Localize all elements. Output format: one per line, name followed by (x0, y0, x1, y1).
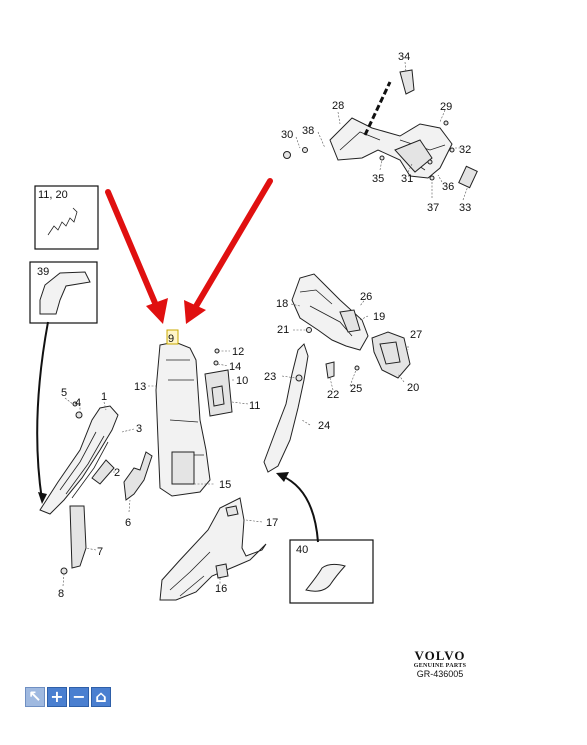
callout-13[interactable]: 13 (134, 381, 146, 393)
callout-30[interactable]: 30 (281, 129, 293, 141)
inset-box-39 (29, 261, 98, 324)
callout-27[interactable]: 27 (410, 329, 422, 341)
inset-box-11-20 (34, 185, 99, 250)
pointer-arrow-40-head (276, 472, 289, 482)
inset-box-40 (289, 539, 374, 604)
lower-sill-trim (159, 497, 267, 601)
callout-26[interactable]: 26 (360, 291, 372, 303)
callout-24[interactable]: 24 (318, 420, 330, 432)
inset-label-39[interactable]: 39 (37, 266, 49, 278)
callout-9[interactable]: 9 (168, 333, 174, 345)
pointer-arrow-39 (36, 321, 49, 501)
callout-34[interactable]: 34 (398, 51, 410, 63)
rear-quarter-assembly (283, 61, 478, 201)
highlight-arrows (105, 178, 273, 324)
cursor-icon: ↖ (28, 687, 42, 706)
home-icon: ⌂ (95, 687, 107, 706)
callout-8[interactable]: 8 (58, 588, 64, 600)
callout-4[interactable]: 4 (75, 397, 81, 409)
callout-32[interactable]: 32 (459, 144, 471, 156)
callout-labels: 1 2 3 4 5 6 7 8 9 10 11 12 13 14 15 16 1… (37, 51, 471, 600)
callout-22[interactable]: 22 (327, 389, 339, 401)
callout-7[interactable]: 7 (97, 546, 103, 558)
zoom-toolbar: ↖ + − ⌂ (25, 687, 111, 707)
callout-11[interactable]: 11 (249, 400, 260, 412)
callout-33[interactable]: 33 (459, 202, 471, 214)
callout-38[interactable]: 38 (302, 125, 314, 137)
pointer-arrow-39-head (38, 492, 47, 504)
a-pillar-trim (39, 397, 153, 587)
callout-12[interactable]: 12 (232, 346, 244, 358)
callout-21[interactable]: 21 (277, 324, 289, 336)
callout-36[interactable]: 36 (442, 181, 454, 193)
callout-29[interactable]: 29 (440, 101, 452, 113)
inset-label-11-20[interactable]: 11, 20 (38, 189, 68, 201)
callout-16[interactable]: 16 (215, 583, 227, 595)
callout-19[interactable]: 19 (373, 311, 385, 323)
volvo-logo: VOLVO GENUINE PARTS (400, 648, 480, 669)
callout-18[interactable]: 18 (276, 298, 288, 310)
callout-6[interactable]: 6 (125, 517, 131, 529)
home-button[interactable]: ⌂ (91, 687, 111, 707)
minus-icon: − (72, 687, 86, 706)
callout-23[interactable]: 23 (264, 371, 276, 383)
callout-10[interactable]: 10 (236, 375, 248, 387)
callout-37[interactable]: 37 (427, 202, 439, 214)
callout-14[interactable]: 14 (229, 361, 241, 373)
pointer-button[interactable]: ↖ (25, 687, 45, 707)
callout-1[interactable]: 1 (101, 391, 107, 403)
callout-28[interactable]: 28 (332, 100, 344, 112)
plus-icon: + (50, 687, 64, 706)
callout-15[interactable]: 15 (219, 479, 231, 491)
callout-31[interactable]: 31 (401, 173, 413, 185)
callout-2[interactable]: 2 (114, 467, 120, 479)
callout-20[interactable]: 20 (407, 382, 419, 394)
zoom-out-button[interactable]: − (69, 687, 89, 707)
brand-name: VOLVO (414, 648, 466, 663)
callout-5[interactable]: 5 (61, 387, 67, 399)
inset-label-40[interactable]: 40 (296, 544, 308, 556)
callout-35[interactable]: 35 (372, 173, 384, 185)
callout-17[interactable]: 17 (266, 517, 278, 529)
c-pillar-trim (263, 273, 411, 473)
diagram-code: GR-436005 (416, 669, 464, 679)
pointer-arrow-40 (281, 475, 319, 543)
brand-subtitle: GENUINE PARTS (413, 663, 467, 669)
callout-25[interactable]: 25 (350, 383, 362, 395)
zoom-in-button[interactable]: + (47, 687, 67, 707)
callout-3[interactable]: 3 (136, 423, 142, 435)
b-pillar-trim (148, 329, 249, 497)
